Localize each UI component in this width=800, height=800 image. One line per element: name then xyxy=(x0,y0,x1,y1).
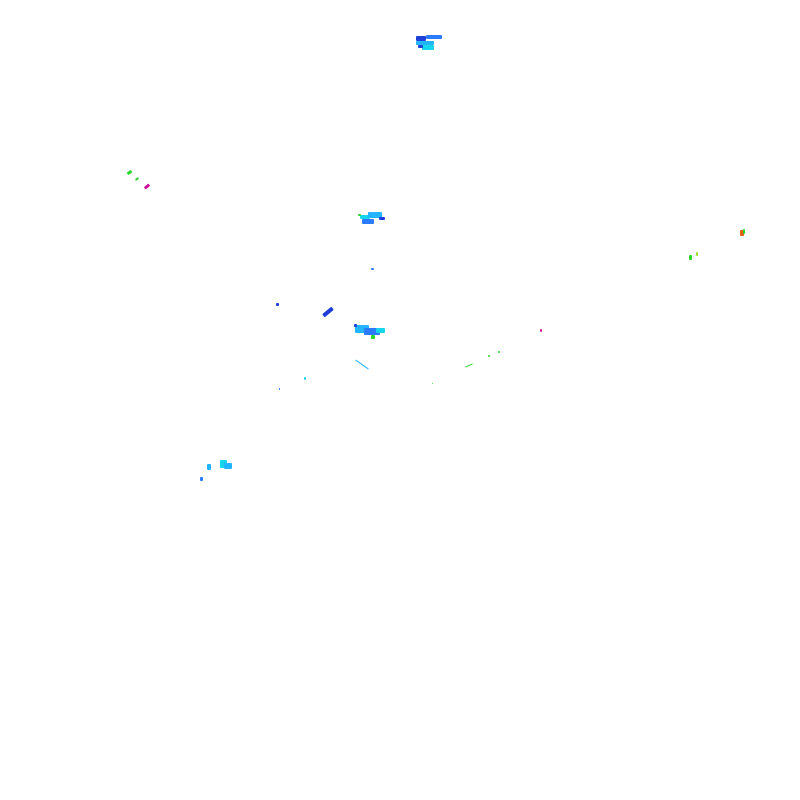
echo-blip xyxy=(426,35,442,39)
echo-blip xyxy=(134,177,140,181)
echo-blip xyxy=(696,252,698,256)
echo-blip xyxy=(200,477,203,481)
echo-blip xyxy=(362,219,374,224)
echo-blip xyxy=(304,377,306,380)
echo-blip xyxy=(358,214,361,216)
echo-blip xyxy=(416,41,434,45)
echo-blip xyxy=(416,36,426,41)
echo-blip xyxy=(143,183,151,190)
echo-blip xyxy=(376,328,385,333)
echo-blip xyxy=(224,463,232,469)
echo-blip xyxy=(418,45,423,48)
echo-blip xyxy=(279,388,280,390)
echo-blip xyxy=(220,460,227,468)
echo-blip xyxy=(743,229,745,234)
echo-blip xyxy=(432,383,433,384)
echo-blip xyxy=(355,325,369,333)
echo-blip xyxy=(371,335,375,339)
echo-blip xyxy=(276,303,279,306)
echo-blip xyxy=(354,324,357,327)
echo-blip xyxy=(740,230,744,236)
echo-blip xyxy=(364,328,380,335)
echo-blip xyxy=(488,355,490,357)
echo-blip xyxy=(371,268,374,270)
echo-blip xyxy=(368,212,382,218)
echo-blip xyxy=(498,351,500,353)
echo-blip xyxy=(540,329,542,332)
echo-blip xyxy=(207,464,211,470)
echo-blip xyxy=(360,215,370,219)
echo-blip xyxy=(689,255,692,260)
echo-blip xyxy=(322,306,334,318)
echo-blip xyxy=(379,217,385,220)
echo-blip xyxy=(422,45,434,50)
echo-blip xyxy=(126,169,133,176)
echo-blip xyxy=(355,359,369,370)
echo-blip xyxy=(465,363,473,368)
